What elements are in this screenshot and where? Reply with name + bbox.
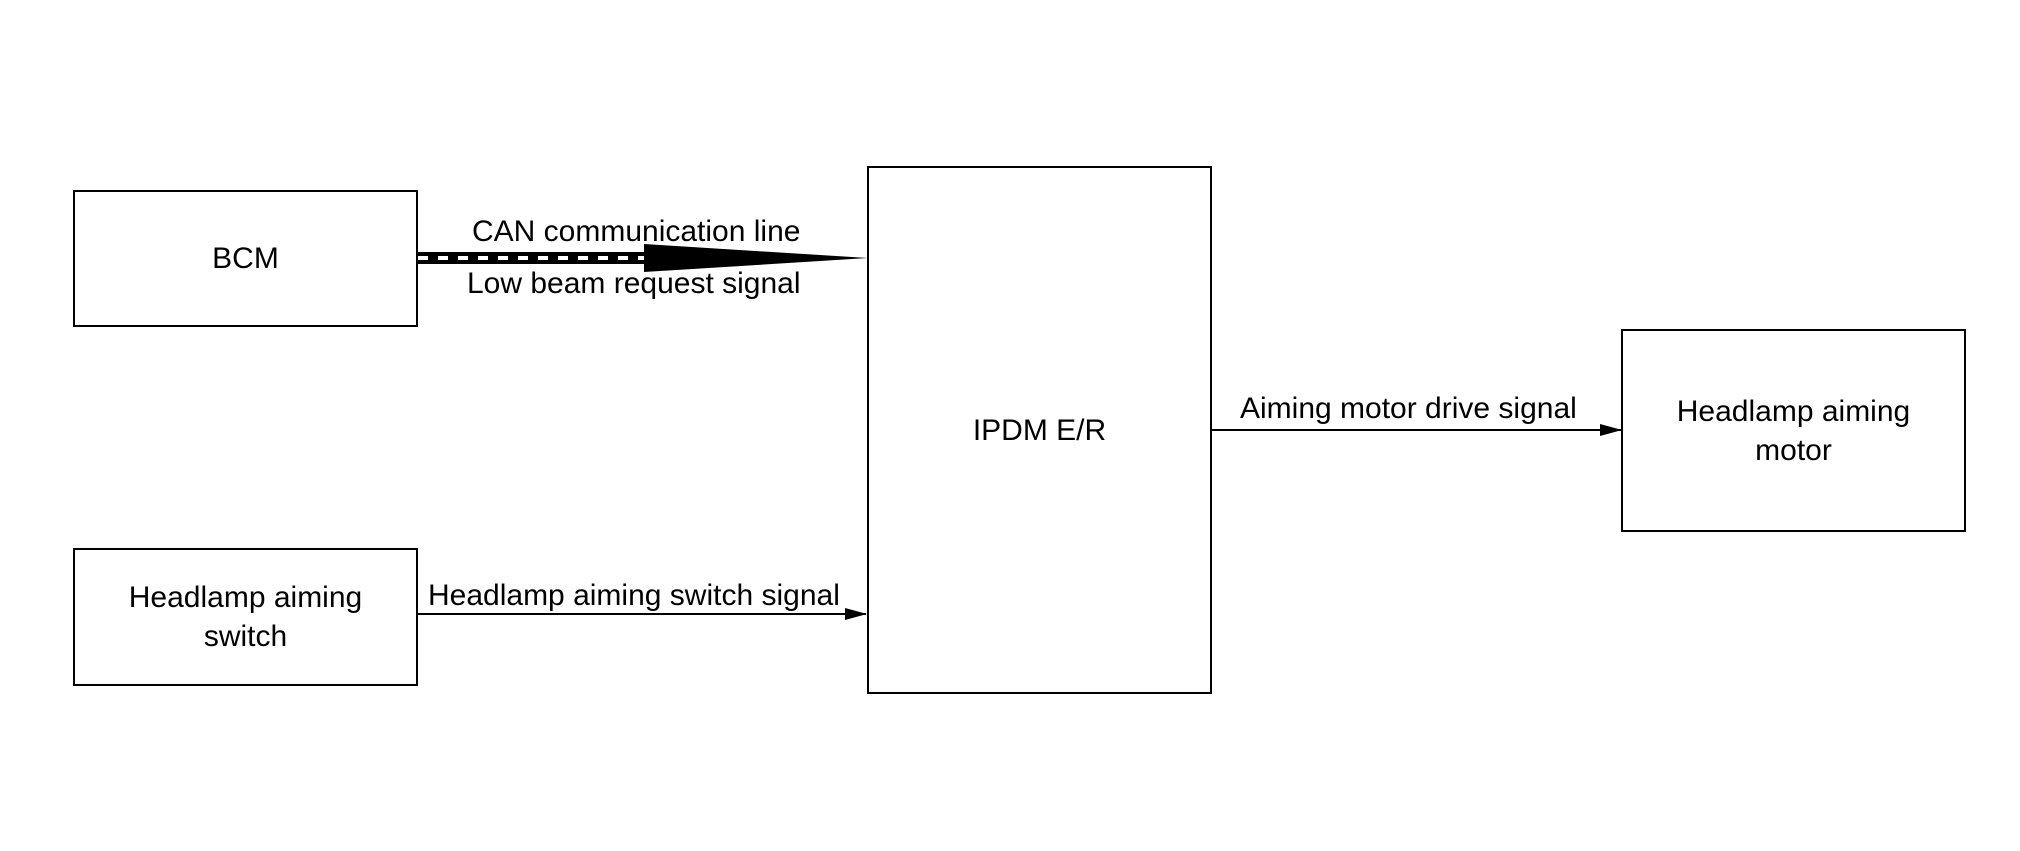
low-beam-signal-label: Low beam request signal: [467, 267, 801, 300]
can-line-label: CAN communication line: [472, 215, 801, 248]
can-line-arrowhead: [644, 244, 868, 272]
motor-drive-signal-label: Aiming motor drive signal: [1240, 392, 1577, 425]
bcm-block: BCM: [73, 190, 418, 327]
headlamp-aiming-switch-block: Headlamp aiming switch: [73, 548, 418, 686]
aiming-switch-signal-label: Headlamp aiming switch signal: [428, 579, 840, 612]
can-communication-line: [416, 244, 868, 272]
headlamp-aiming-motor-block: Headlamp aiming motor: [1621, 329, 1966, 532]
ipdm-er-block: IPDM E/R: [867, 166, 1212, 694]
